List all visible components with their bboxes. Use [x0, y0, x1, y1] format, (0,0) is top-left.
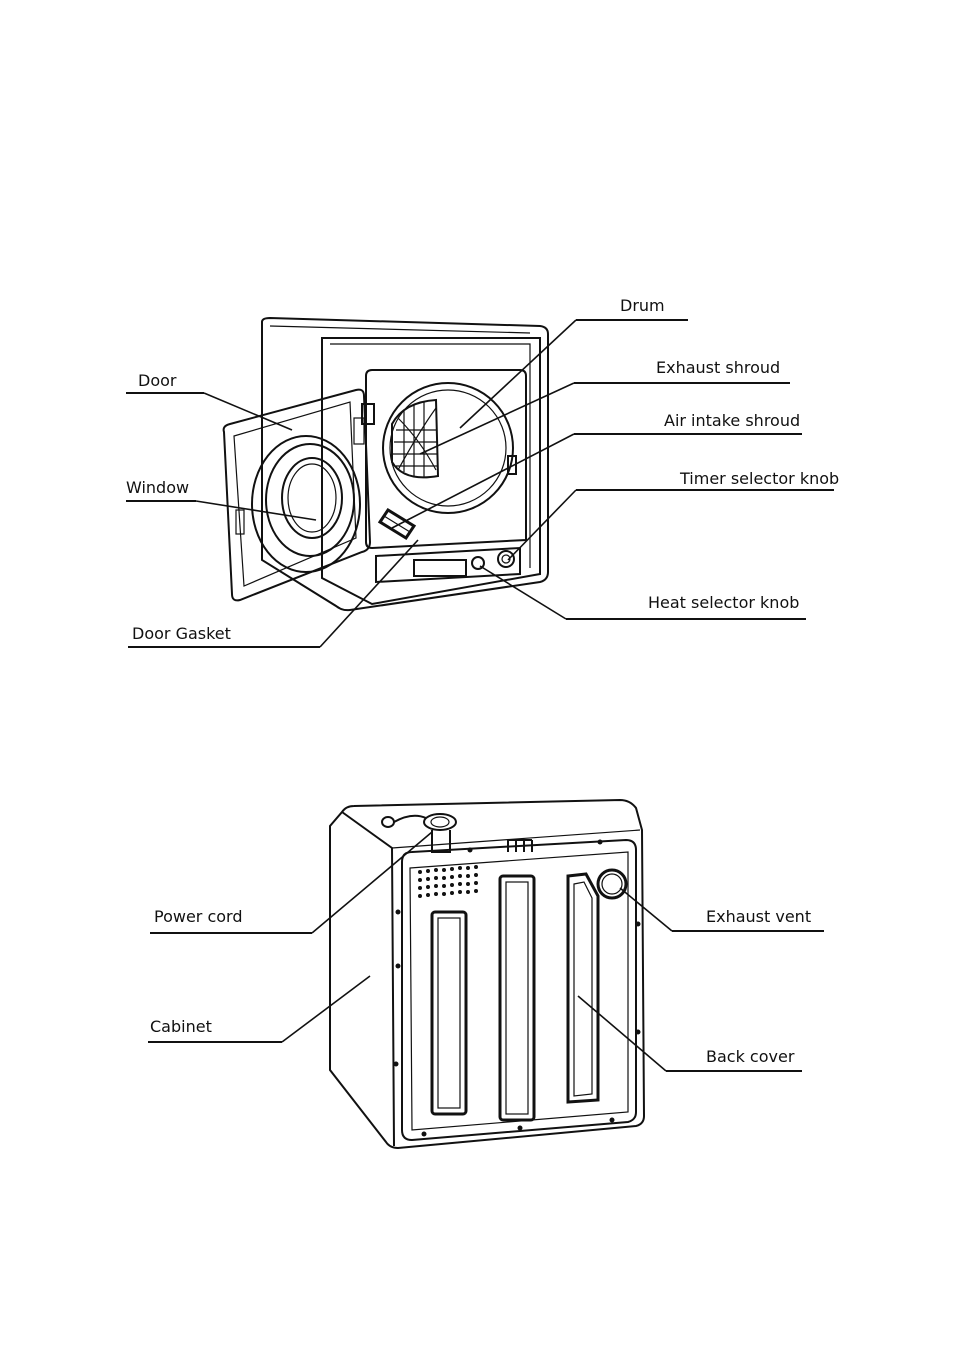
back-view-leader-lines: [148, 831, 824, 1072]
open-door-shape: [222, 388, 372, 602]
label-back-cover: Back cover: [706, 1047, 795, 1066]
label-power-cord: Power cord: [154, 907, 243, 926]
label-door-gasket: Door Gasket: [132, 624, 231, 643]
label-drum: Drum: [620, 296, 665, 315]
label-heat-selector-knob: Heat selector knob: [648, 593, 799, 612]
label-door: Door: [138, 371, 177, 390]
front-view-leader-lines: [126, 319, 834, 648]
exhaust-shroud-grille: [391, 398, 440, 479]
front-view-illustration: [222, 316, 549, 612]
label-exhaust-shroud: Exhaust shroud: [656, 358, 780, 377]
label-air-intake-shroud: Air intake shroud: [664, 411, 800, 430]
label-cabinet: Cabinet: [150, 1017, 212, 1036]
label-timer-selector-knob: Timer selector knob: [679, 469, 839, 488]
vent-holes: [418, 865, 478, 898]
label-window: Window: [126, 478, 189, 497]
air-intake-shroud-shape: [377, 507, 417, 541]
back-view-illustration: [329, 798, 646, 1150]
label-exhaust-vent: Exhaust vent: [706, 907, 811, 926]
power-cord-fitting: [381, 813, 457, 853]
